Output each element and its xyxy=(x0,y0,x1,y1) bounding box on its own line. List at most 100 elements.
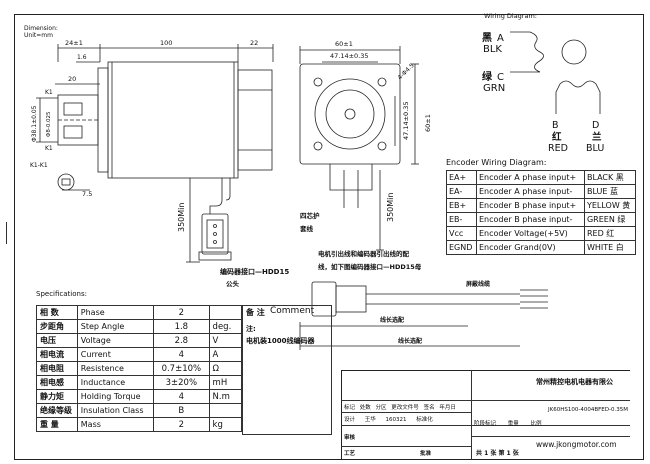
encoder-row: EA+Encoder A phase input+BLACK 黑 xyxy=(446,170,637,185)
tb-design-row: 设计 王华 160321 标准化 xyxy=(344,415,433,423)
encoder-desc: Encoder B phase input- xyxy=(475,212,585,227)
spec-en: Voltage xyxy=(76,333,155,348)
side-view xyxy=(299,46,419,251)
spec-cn: 相电流 xyxy=(36,347,78,362)
wire-a-cn: 黑 xyxy=(482,32,492,44)
website: www.jkongmotor.com xyxy=(536,440,617,449)
tb-mark: 处数 xyxy=(359,405,371,411)
dim-350-side: 350Min xyxy=(386,193,395,222)
spec-en: Phase xyxy=(76,305,155,320)
connector-label: 编码器接口—HDD15 xyxy=(220,267,289,276)
tb-mark: 签名 xyxy=(423,405,435,411)
encoder-color: BLUE 蓝 xyxy=(583,184,637,199)
dim-20: 20 xyxy=(68,75,76,83)
spec-value: 4 xyxy=(153,347,210,362)
encoder-pin: EB- xyxy=(446,212,477,227)
spec-unit: mH xyxy=(208,375,243,390)
comment-en: Comment xyxy=(270,306,315,316)
center-mark-left xyxy=(6,222,7,244)
dim-1-6: 1.6 xyxy=(77,54,87,61)
encoder-row: EB+Encoder B phase input+YELLOW 黄 xyxy=(446,198,637,213)
spec-unit: N.m xyxy=(208,389,243,404)
tb-craft: 工艺 xyxy=(344,451,356,457)
tb-audit: 审核 xyxy=(344,435,356,441)
jacket-label: 套线 xyxy=(300,224,314,233)
spec-cn: 相 数 xyxy=(36,305,78,320)
tb-designer: 王华 xyxy=(364,417,376,423)
encoder-desc: Encoder A phase input- xyxy=(475,184,585,199)
tb-standard: 标准化 xyxy=(416,417,433,423)
comment-cn: 备 注 xyxy=(246,308,265,317)
k1-bottom: K1 xyxy=(45,145,53,152)
comment-box xyxy=(242,305,332,435)
spec-value: 2 xyxy=(153,305,210,320)
dim-4714-top: 47.14±0.35 xyxy=(330,52,369,60)
tb-line xyxy=(341,400,471,401)
wiring-diagram xyxy=(510,31,601,114)
wire-c-en: GRN xyxy=(483,83,505,94)
unit-label: Unit=mm xyxy=(24,32,53,39)
spec-unit: V xyxy=(208,333,243,348)
cable-note-1: 电机引出线和编码器引出线的配 xyxy=(318,249,410,258)
encoder-pin: EA- xyxy=(446,184,477,199)
spec-cn: 相电感 xyxy=(36,375,78,390)
title-block xyxy=(341,370,630,460)
wire-b-en: RED xyxy=(548,143,568,154)
tb-scale: 比例 xyxy=(530,421,542,427)
length-label-1: 线长选配 xyxy=(380,316,404,324)
spec-en: Insulation Class xyxy=(76,403,155,418)
specs-title: Specifications: xyxy=(36,290,87,298)
spec-value: 0.7±10% xyxy=(153,361,210,376)
wire-d-letter: D xyxy=(592,120,599,131)
length-label-2: 线长选配 xyxy=(398,337,422,345)
encoder-color: WHITE 白 xyxy=(583,240,637,255)
tb-line xyxy=(471,370,472,460)
wiring-title: Wiring Diagram: xyxy=(484,12,537,20)
tb-weight: 重量 xyxy=(507,421,519,427)
spec-cn: 电压 xyxy=(36,333,78,348)
tb-line xyxy=(471,400,630,401)
spec-unit: kg xyxy=(208,417,243,432)
encoder-pin: EGND xyxy=(446,240,477,255)
spec-unit: A xyxy=(208,347,243,362)
encoder-color: GREEN 绿 xyxy=(583,212,637,227)
spec-value: B xyxy=(153,403,210,418)
wire-d-cn: 兰 xyxy=(592,131,602,143)
wire-a-letter: A xyxy=(497,33,504,44)
encoder-pin: EA+ xyxy=(446,170,477,185)
spec-cn: 绝缘等级 xyxy=(36,403,78,418)
encoder-desc: Encoder Voltage(+5V) xyxy=(475,226,585,241)
encoder-row: EB-Encoder B phase input-GREEN 绿 xyxy=(446,212,637,227)
spec-en: Mass xyxy=(76,417,155,432)
wire-a-en: BLK xyxy=(483,44,502,55)
wire-c-cn: 绿 xyxy=(482,70,493,83)
k1-top: K1 xyxy=(45,89,53,96)
spec-en: Holding Torque xyxy=(76,389,155,404)
spec-unit xyxy=(208,403,243,418)
wire-b-letter: B xyxy=(552,120,559,131)
spec-en: Resistence xyxy=(76,361,155,376)
spec-value: 1.8 xyxy=(153,319,210,334)
wire-d-en: BLU xyxy=(586,143,604,154)
spec-value: 2.8 xyxy=(153,333,210,348)
encoder-desc: Encoder A phase input+ xyxy=(475,170,585,185)
dim-4714-side: 47.14±0.35 xyxy=(402,101,410,140)
note-label: 注: xyxy=(246,325,256,333)
dim-shaft-dia: Φ38.1±0.05 xyxy=(31,105,38,142)
spec-value: 4 xyxy=(153,389,210,404)
wire-b-cn: 红 xyxy=(552,131,562,143)
tb-mark: 分区 xyxy=(375,405,387,411)
dim-60-side: 60±1 xyxy=(424,114,432,132)
cable-label: 四芯护 xyxy=(300,211,320,220)
tb-mark: 更改文件号 xyxy=(391,405,419,411)
spec-unit xyxy=(208,305,243,320)
spec-unit: deg. xyxy=(208,319,243,334)
tb-line xyxy=(341,425,630,426)
spec-en: Step Angle xyxy=(76,319,155,334)
